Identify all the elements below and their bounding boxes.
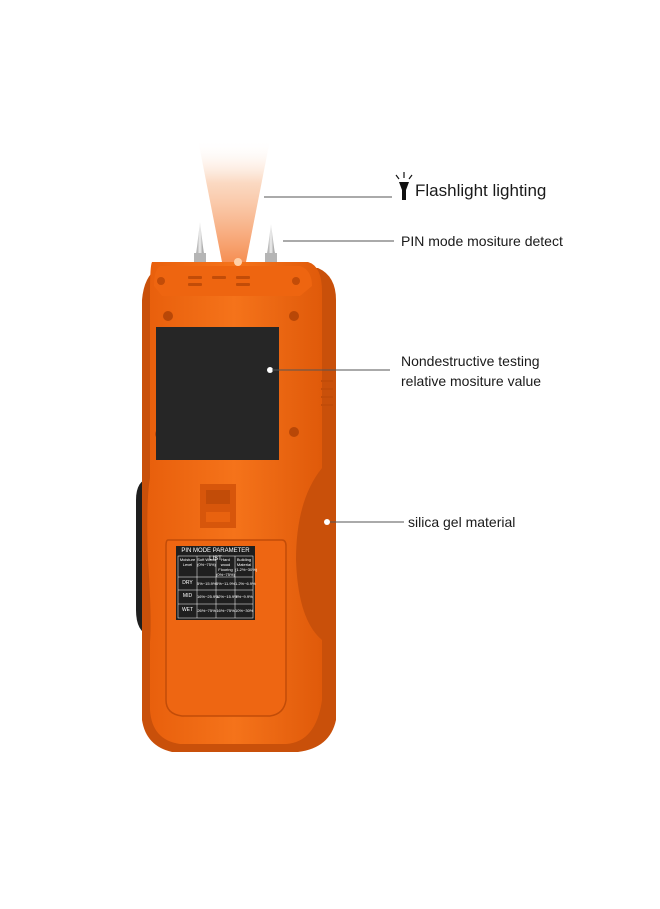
header-soft-wood: Soft Wood (0%~75%) bbox=[197, 557, 216, 567]
callout-nondestructive-line1: Nondestructive testing bbox=[401, 353, 540, 369]
header-moisture-level: Moisture Level bbox=[179, 557, 196, 567]
row-dry-hard: 5%~11.9% bbox=[216, 581, 236, 586]
callout-silica: silica gel material bbox=[408, 514, 516, 530]
callout-nondestructive-line2: relative mositure value bbox=[401, 373, 542, 389]
row-dry-building: 1.2%~6.9% bbox=[235, 581, 256, 586]
row-wet-hard: 16%~75% bbox=[216, 608, 235, 613]
callout-pin-mode: PIN mode mositure detect bbox=[401, 233, 563, 249]
flashlight-icon bbox=[395, 172, 413, 200]
battery-clip bbox=[200, 484, 236, 528]
row-mid-hard: 12%~15.9% bbox=[216, 594, 238, 599]
lcd-screen bbox=[156, 327, 279, 460]
callout-lines bbox=[264, 196, 404, 523]
row-mid-soft: 16%~25.9% bbox=[197, 594, 219, 599]
row-wet-level: WET bbox=[181, 607, 194, 613]
row-wet-soft: 26%~75% bbox=[197, 608, 216, 613]
header-building-material: Building Material (1.2%~30%) bbox=[235, 557, 258, 572]
header-hard-wood: Hard wood Flooring (0%~75%) bbox=[216, 557, 235, 577]
callout-flashlight: Flashlight lighting bbox=[415, 181, 547, 200]
param-table-title: PIN MODE PARAMETER LIST bbox=[181, 548, 250, 562]
row-mid-building: 7%~9.9% bbox=[235, 594, 253, 599]
parameter-label bbox=[176, 546, 255, 620]
row-mid-level: MID bbox=[182, 593, 193, 599]
flashlight-beam bbox=[198, 140, 270, 262]
row-dry-level: DRY bbox=[182, 580, 193, 586]
row-wet-building: 10%~30% bbox=[235, 608, 254, 613]
row-dry-soft: 5%~15.9% bbox=[197, 581, 217, 586]
